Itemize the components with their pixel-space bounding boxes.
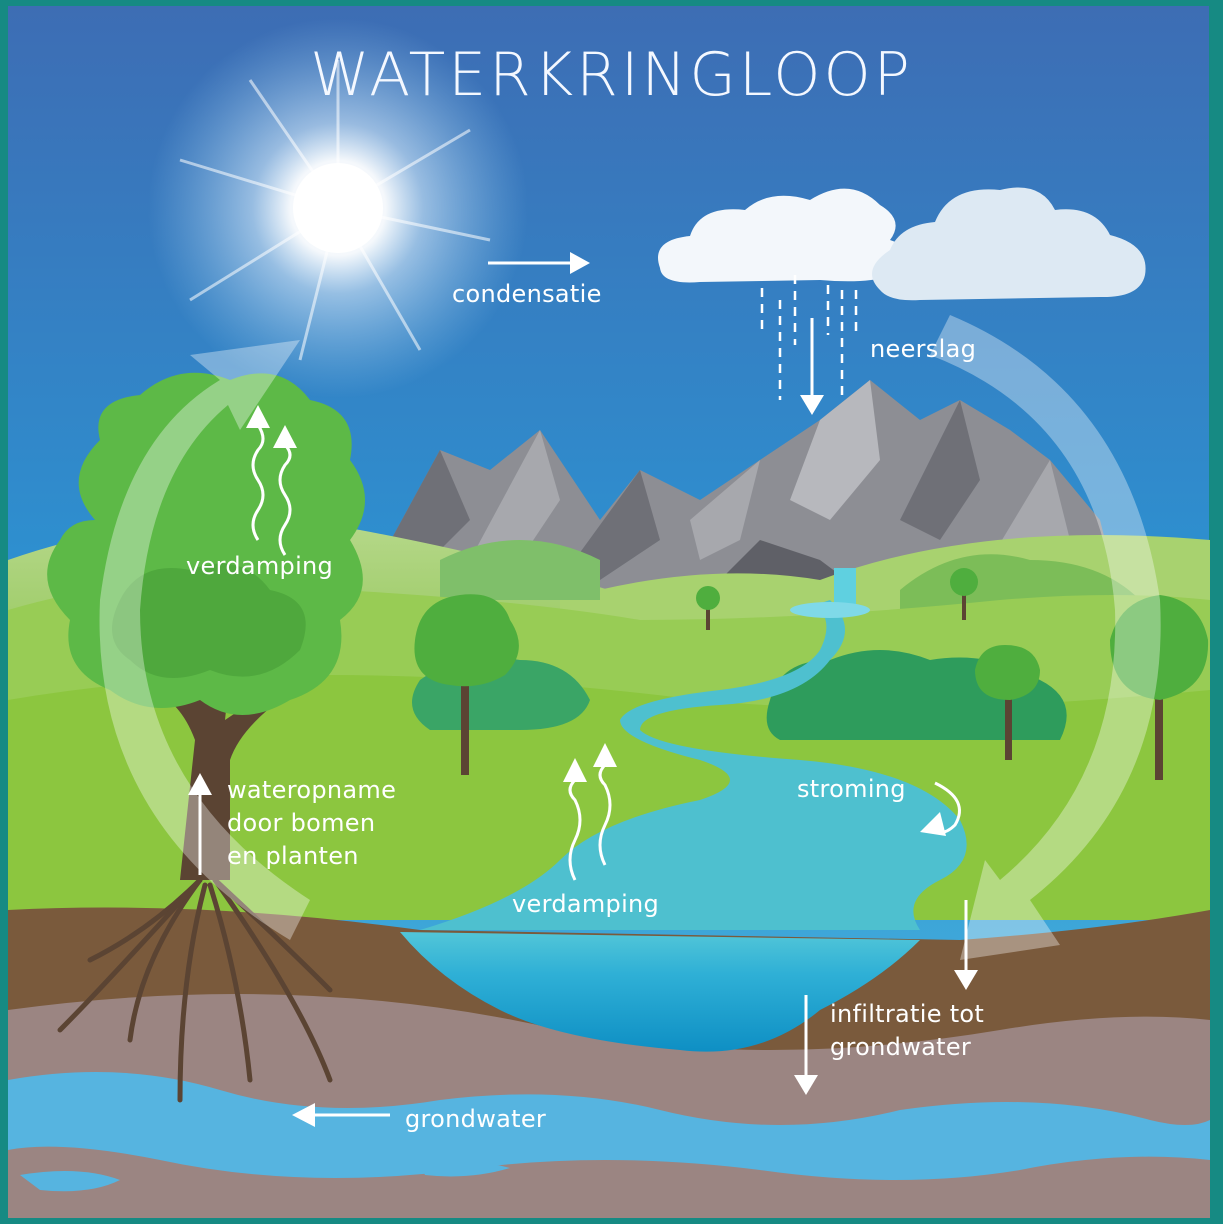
grondwater-arrow-icon [292,1103,390,1127]
evaporation-arrow-icon [251,424,292,556]
infiltration-arrow-icon [794,900,978,1095]
tree [950,568,978,620]
wateropname-label-line3: en planten [227,842,359,870]
cycle-arrow-right [930,315,1161,960]
neerslag-label: neerslag [870,335,977,363]
diagram-title: WATERKRINGLOOP [310,40,913,110]
wateropname-label-line2: door bomen [227,809,376,837]
cycle-arrow-left [99,340,310,940]
stroming-label: stroming [797,775,906,803]
cloud-icon [658,188,910,283]
neerslag-arrow-icon [800,318,824,415]
tree [47,372,366,1103]
tree [1110,595,1209,780]
wateropname-label-line1: wateropname [227,776,397,804]
rain-icon [760,275,858,400]
mountains [380,380,1120,600]
stroming-arrow-icon [920,781,961,836]
tree [975,645,1040,760]
sun-icon [148,18,528,398]
river [420,600,967,930]
bush [440,540,600,600]
evaporation-arrow-icon [568,763,612,881]
grondwater-label: grondwater [405,1105,547,1133]
infiltratie-label-line1: infiltratie tot [830,1000,985,1028]
groundwater-layer [8,1072,1210,1180]
condensatie-arrow-icon [488,252,590,274]
verdamping-trees-label: verdamping [186,552,334,580]
condensatie-label: condensatie [452,280,602,308]
uptake-arrow-icon [188,773,212,875]
cloud-icon [872,187,1146,301]
waterfall [790,568,870,618]
tree [696,586,720,630]
infiltratie-label-line2: grondwater [830,1033,972,1061]
lake [400,932,920,1052]
tree [414,594,519,775]
verdamping-water-label: verdamping [512,890,660,918]
